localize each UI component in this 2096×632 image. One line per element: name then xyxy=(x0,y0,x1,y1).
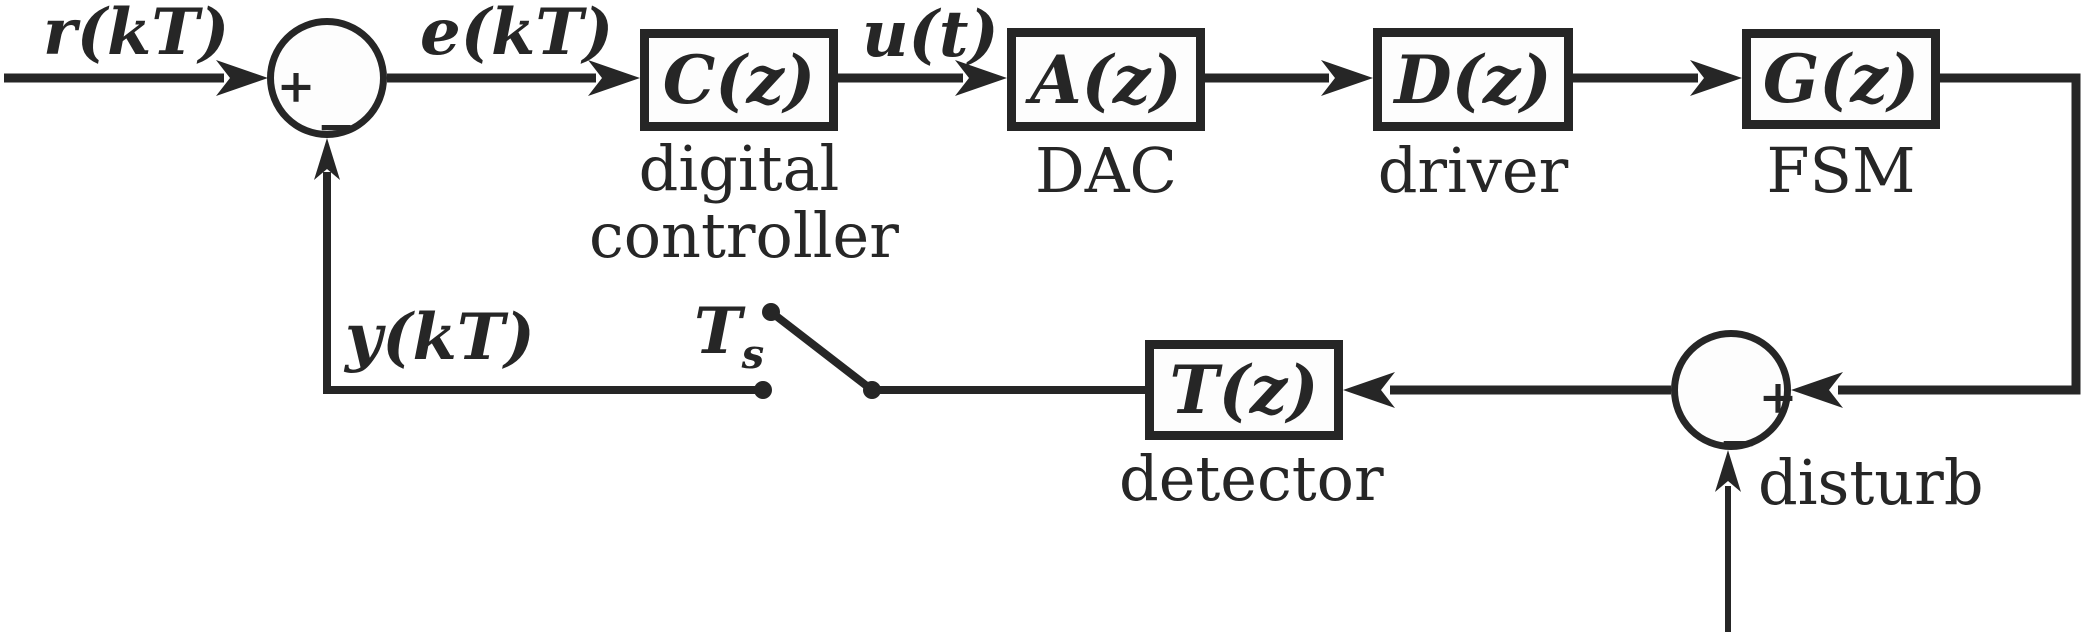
arrowhead-into-sum2 xyxy=(1791,372,1843,408)
label-disturbance: disturb xyxy=(1758,446,1984,519)
fsm-symbol: G(z) xyxy=(1762,40,1920,118)
sampler-arm-tip xyxy=(762,303,780,321)
wire-feedback-return xyxy=(323,172,763,394)
arrowhead-into-dac xyxy=(955,60,1007,96)
sample-time-subscript: s xyxy=(741,331,765,378)
controller-caption-line1: digital xyxy=(638,132,840,205)
block-controller: C(z) xyxy=(640,29,838,131)
arrowhead-into-driver xyxy=(1321,60,1373,96)
sampler-switch xyxy=(754,303,881,399)
arrowhead-into-controller xyxy=(588,60,640,96)
label-error-signal: e(kT) xyxy=(420,0,614,70)
fsm-caption: FSM xyxy=(1766,134,1916,207)
arrowhead-into-sum1 xyxy=(216,60,268,96)
sum1-minus-sign: − xyxy=(316,99,356,153)
arrowhead-into-fsm xyxy=(1690,60,1742,96)
sampler-arm xyxy=(768,308,875,394)
label-sample-time: Ts xyxy=(694,300,764,375)
block-driver: D(z) xyxy=(1373,28,1573,131)
wire-fsm-output-feedback xyxy=(1838,73,2081,395)
controller-caption-line2: controller xyxy=(589,199,899,272)
arrowhead-into-sum1-bottom xyxy=(314,138,340,180)
summing-junction-disturbance: + − xyxy=(1671,330,1797,465)
label-control-signal: u(t) xyxy=(862,0,999,72)
sampler-contact-right xyxy=(863,381,881,399)
label-reference-signal: r(kT) xyxy=(43,0,230,70)
block-detector: T(z) xyxy=(1145,340,1343,440)
block-dac: A(z) xyxy=(1007,28,1205,131)
sum1-plus-sign: + xyxy=(276,59,316,113)
driver-caption: driver xyxy=(1377,134,1569,207)
sum2-plus-sign: + xyxy=(1758,370,1798,424)
driver-symbol: D(z) xyxy=(1394,40,1552,119)
detector-caption: detector xyxy=(1119,442,1384,515)
controller-symbol: C(z) xyxy=(662,41,816,119)
label-feedback-signal: y(kT) xyxy=(345,300,535,375)
dac-symbol: A(z) xyxy=(1030,40,1182,119)
block-fsm: G(z) xyxy=(1742,29,1940,129)
summing-junction-input: + − xyxy=(267,18,387,149)
sum2-minus-sign: − xyxy=(1718,415,1758,469)
arrowhead-into-detector xyxy=(1343,372,1395,408)
detector-symbol: T(z) xyxy=(1169,351,1319,429)
dac-caption: DAC xyxy=(1035,134,1177,207)
sample-time-symbol: T xyxy=(694,294,742,369)
arrowhead-into-sum2-bottom xyxy=(1715,450,1741,492)
